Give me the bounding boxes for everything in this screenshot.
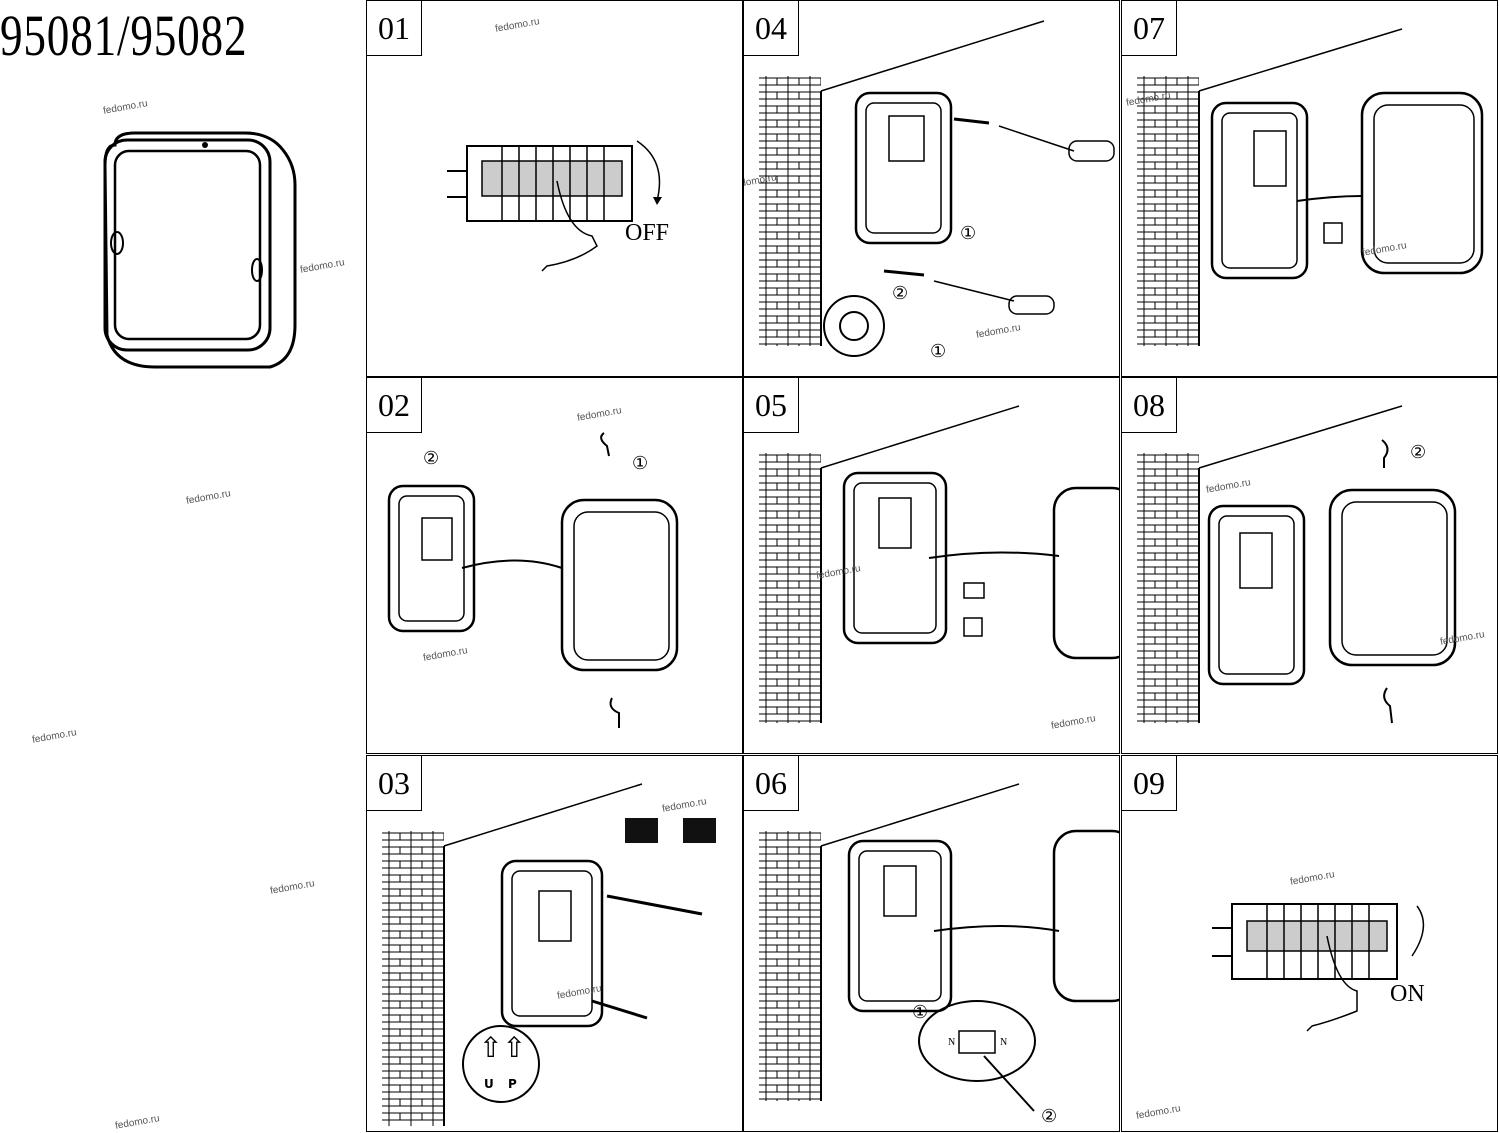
step-marker: ① xyxy=(632,453,649,474)
watermark: fedomo.ru xyxy=(299,257,346,276)
watermark: fedomo.ru xyxy=(185,488,232,507)
wiring-illustration xyxy=(759,405,1119,723)
watermark: fedomo.ru xyxy=(31,727,78,746)
step-marker: ② xyxy=(1410,442,1427,463)
step-04: 04 ① ② ① fedomo.ru fedomo.ru xyxy=(743,0,1120,377)
remove-cover-illustration xyxy=(387,432,679,728)
breaker-panel-on-illustration xyxy=(1212,903,1425,1032)
watermark: fedomo.ru xyxy=(269,878,316,897)
off-label: OFF xyxy=(625,220,670,246)
step-number: 01 xyxy=(367,1,422,56)
step-07: 07 fedomo.ru fedomo.ru xyxy=(1121,0,1498,377)
step-03: 03 ⇧⇧ U P fedomo.ru fedomo.ru xyxy=(366,755,743,1132)
step-marker: ② xyxy=(1041,1106,1058,1127)
step-02: 02 ② ① fedomo.ru fedomo.ru xyxy=(366,377,743,754)
on-label: ON xyxy=(1390,981,1425,1007)
attach-cover-illustration xyxy=(1137,405,1457,724)
step-05: 05 fedomo.ru fedomo.ru xyxy=(743,377,1120,754)
step-number: 07 xyxy=(1122,1,1177,56)
step-marker: ① xyxy=(960,223,977,244)
instruction-steps-grid: 01 OFF fedomo.ru 04 xyxy=(366,0,1500,1133)
product-lamp-illustration xyxy=(103,131,297,369)
mount-base-screws-illustration xyxy=(759,20,1115,357)
neutral-label: N xyxy=(1000,1037,1008,1048)
step-01: 01 OFF fedomo.ru xyxy=(366,0,743,377)
step-number: 03 xyxy=(367,756,422,811)
step-marker: ② xyxy=(423,448,440,469)
step-number: 05 xyxy=(744,378,799,433)
step-number: 06 xyxy=(744,756,799,811)
step-marker: ② xyxy=(892,283,909,304)
step-number: 09 xyxy=(1122,756,1177,811)
up-arrow-icon: ⇧⇧ xyxy=(479,1031,526,1064)
step-number: 04 xyxy=(744,1,799,56)
terminal-connection-illustration xyxy=(759,783,1119,1112)
step-marker: ① xyxy=(930,341,947,362)
neutral-label: N xyxy=(948,1037,956,1048)
step-06: 06 ① ② N N xyxy=(743,755,1120,1132)
watermark: fedomo.ru xyxy=(114,1113,161,1132)
product-model-title: 95081/95082 xyxy=(0,3,248,68)
connect-lamp-illustration xyxy=(1137,28,1484,346)
breaker-panel-off-illustration xyxy=(447,140,662,272)
step-number: 02 xyxy=(367,378,422,433)
up-marker-label: U xyxy=(484,1077,494,1091)
step-marker: ① xyxy=(912,1002,929,1023)
watermark: fedomo.ru xyxy=(102,98,149,117)
step-08: 08 ② fedomo.ru fedomo.ru xyxy=(1121,377,1498,754)
step-number: 08 xyxy=(1122,378,1177,433)
step-09: 09 ON fedomo.ru fedomo.ru xyxy=(1121,755,1498,1132)
mark-drill-holes-illustration xyxy=(382,783,716,1126)
up-marker-label: P xyxy=(508,1077,517,1091)
